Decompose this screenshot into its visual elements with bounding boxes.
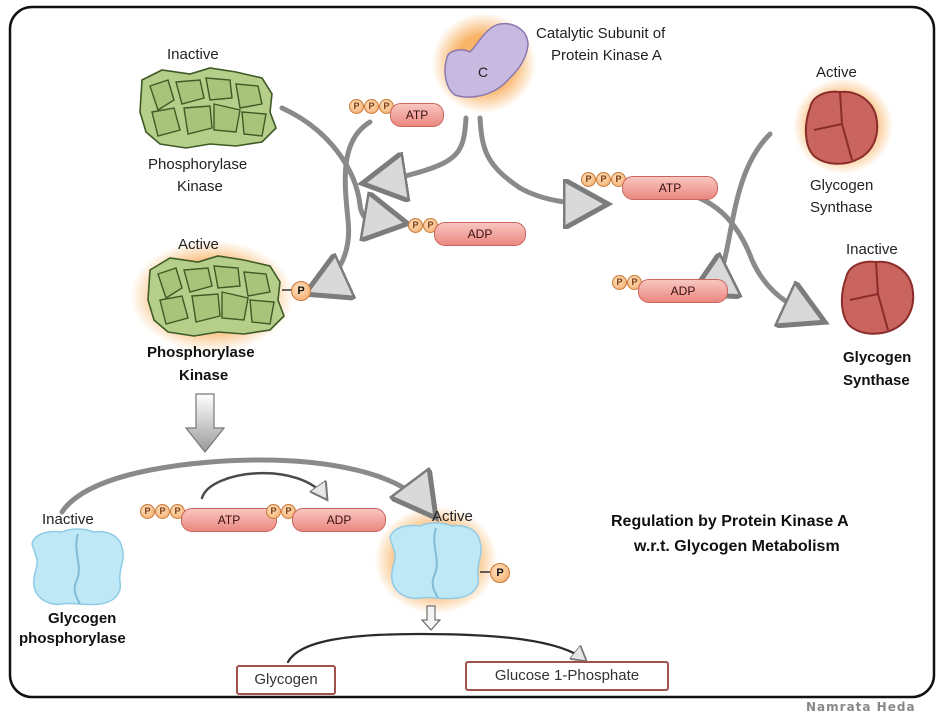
glycogen-breakdown-arrow [286, 632, 585, 664]
phosphorylase-kinase-inactive [139, 67, 277, 149]
phk-inactive-name-line2: Kinase [177, 178, 223, 195]
glycogen-phosphorylase-active [374, 506, 498, 614]
phosphorylase-kinase-active [130, 240, 294, 352]
pka-subunit-label-line2: Protein Kinase A [551, 47, 662, 64]
adp-phk-phosphate-1: P [408, 218, 423, 233]
glucose-1-phosphate-box: Glucose 1-Phosphate [465, 661, 669, 691]
gp-active-state-label: Active [432, 508, 473, 525]
atp-phk-phosphate-2: P [364, 99, 379, 114]
phk-inactive-state-label: Inactive [167, 46, 219, 63]
phk-activation-arrows [279, 105, 398, 290]
gp-phosphate-tag: P [490, 563, 510, 583]
diagram-title-line2: w.r.t. Glycogen Metabolism [634, 538, 840, 555]
adp-gs-pill: ADP [638, 279, 728, 303]
adp-phk-pill: ADP [434, 222, 526, 246]
author-credit: Namrata Heda [806, 700, 916, 714]
atp-phk-pill: ATP [390, 103, 444, 127]
phk-active-name-line2: Kinase [179, 367, 229, 384]
gs-inactive-name-line2: Synthase [843, 372, 910, 389]
atp-phk-phosphate-1: P [349, 99, 364, 114]
atp-gs-phosphate-2: P [596, 172, 611, 187]
adp-gp-phosphate-1: P [266, 504, 281, 519]
phk-active-state-label: Active [178, 236, 219, 253]
diagram-title-line1: Regulation by Protein Kinase A [611, 513, 849, 530]
glycogen-phosphorylase-inactive [31, 528, 124, 606]
glycogen-synthase-active [793, 78, 893, 174]
gp-activation-arrows [59, 457, 430, 512]
phk-phosphate-tag: P [291, 281, 311, 301]
gs-active-name-line2: Synthase [810, 199, 873, 216]
phk-inactive-name-line1: Phosphorylase [148, 156, 248, 173]
atp-gp-phosphate-2: P [155, 504, 170, 519]
atp-gp-pill: ATP [181, 508, 277, 532]
gp-inactive-name-line1: Glycogen [48, 610, 117, 627]
gs-active-state-label: Active [816, 64, 857, 81]
pka-subunit-label-line1: Catalytic Subunit of [536, 25, 666, 42]
glycogen-synthase-inactive [840, 260, 915, 335]
phk-down-arrow [184, 393, 226, 453]
gp-inactive-state-label: Inactive [42, 511, 94, 528]
adp-gs-phosphate-1: P [612, 275, 627, 290]
adp-gp-pill: ADP [292, 508, 386, 532]
gs-active-name-line1: Glycogen [810, 177, 874, 194]
gs-inactive-name-line1: Glycogen [843, 349, 912, 366]
gp-inactive-name-line2: phosphorylase [19, 630, 126, 647]
phk-active-name-line1: Phosphorylase [147, 344, 255, 361]
gp-down-arrow [420, 605, 442, 631]
glycogen-box: Glycogen [236, 665, 336, 695]
pka-c-label: C [478, 64, 489, 80]
atp-gs-pill: ATP [622, 176, 718, 200]
pka-branch-arrows [372, 115, 598, 204]
gs-inactive-state-label: Inactive [846, 241, 898, 258]
atp-gs-phosphate-1: P [581, 172, 596, 187]
pka-catalytic-subunit [432, 13, 536, 113]
atp-gp-phosphate-1: P [140, 504, 155, 519]
